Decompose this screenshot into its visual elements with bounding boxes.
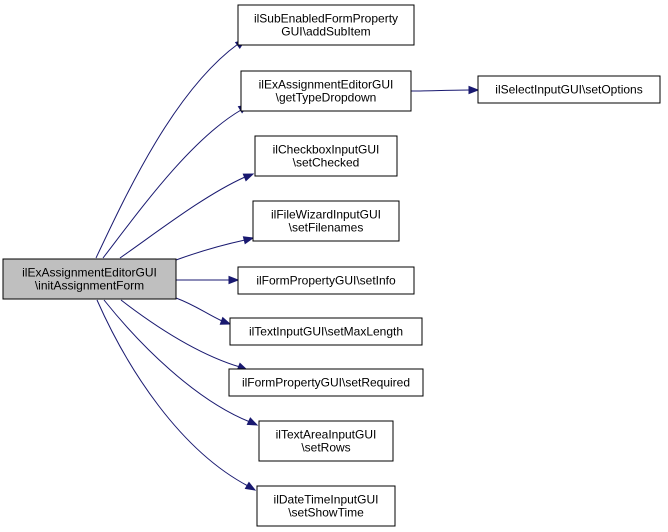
node-box [237, 266, 415, 295]
root-node[interactable]: ilExAssignmentEditorGUI\initAssignmentFo… [2, 258, 177, 300]
node-set-options[interactable]: ilSelectInputGUI\setOptions [477, 75, 661, 104]
node-label-line: \getTypeDropdown [276, 91, 377, 105]
edge-root-to-set-info [176, 275, 240, 285]
edge-line [102, 109, 242, 259]
edge-root-to-get-type-dropdown [102, 104, 250, 259]
node-label-line: ilFileWizardInputGUI [271, 208, 381, 222]
arrowhead [228, 275, 240, 285]
edge-line [120, 299, 241, 368]
node-label-line: ilDateTimeInputGUI [274, 493, 379, 507]
node-box [229, 317, 423, 346]
node-box [256, 485, 396, 527]
arrowhead [219, 316, 232, 325]
edge-line [119, 176, 246, 259]
node-label-line: ilExAssignmentEditorGUI [22, 266, 157, 280]
node-box [252, 200, 400, 242]
edge-get-type-dropdown-to-set-options [410, 85, 480, 95]
node-box [258, 420, 394, 462]
edge-root-to-set-show-time [96, 299, 257, 491]
arrowhead [246, 417, 259, 426]
node-label-line: \setFilenames [289, 221, 364, 235]
arrowhead [244, 481, 257, 491]
node-set-rows[interactable]: ilTextAreaInputGUI\setRows [258, 420, 394, 462]
node-label-line: ilSelectInputGUI\setOptions [495, 83, 642, 97]
edge-root-to-set-checked [119, 173, 255, 259]
arrowhead [242, 236, 255, 245]
arrowhead [242, 173, 255, 182]
node-box [228, 368, 424, 397]
edge-root-to-set-rows [103, 299, 259, 426]
node-box [477, 75, 661, 104]
edge-line [410, 89, 471, 92]
node-label-line: \initAssignmentForm [35, 279, 144, 293]
node-label-line: ilFormPropertyGUI\setInfo [256, 274, 396, 288]
node-box [254, 135, 398, 177]
arrowhead [468, 85, 480, 95]
edge-root-to-set-required [120, 299, 249, 371]
node-label-line: ilFormPropertyGUI\setRequired [242, 376, 410, 390]
node-label-line: \setChecked [293, 156, 360, 170]
node-label-line: ilSubEnabledFormProperty [254, 12, 398, 26]
edge-line [175, 239, 246, 261]
edge-line [96, 299, 249, 487]
node-set-show-time[interactable]: ilDateTimeInputGUI\setShowTime [256, 485, 396, 527]
edge-line [95, 43, 239, 259]
edge-root-to-set-max-length [175, 297, 232, 325]
node-label-line: ilExAssignmentEditorGUI [259, 78, 394, 92]
node-label-line: ilTextInputGUI\setMaxLength [249, 325, 403, 339]
node-box [2, 258, 177, 300]
node-label-line: ilTextAreaInputGUI [276, 428, 377, 442]
edge-line [103, 299, 251, 423]
node-label-line: \setShowTime [288, 506, 364, 520]
node-get-type-dropdown[interactable]: ilExAssignmentEditorGUI\getTypeDropdown [240, 70, 412, 112]
node-set-filenames[interactable]: ilFileWizardInputGUI\setFilenames [252, 200, 400, 242]
edge-line [175, 297, 223, 322]
nodes-layer: ilExAssignmentEditorGUI\initAssignmentFo… [2, 4, 661, 527]
node-label-line: ilCheckboxInputGUI [273, 143, 380, 157]
node-label-line: GUI\addSubItem [281, 25, 370, 39]
edge-root-to-set-filenames [175, 236, 255, 261]
node-set-info[interactable]: ilFormPropertyGUI\setInfo [237, 266, 415, 295]
node-set-required[interactable]: ilFormPropertyGUI\setRequired [228, 368, 424, 397]
node-set-max-length[interactable]: ilTextInputGUI\setMaxLength [229, 317, 423, 346]
node-set-checked[interactable]: ilCheckboxInputGUI\setChecked [254, 135, 398, 177]
node-box [237, 4, 415, 46]
edge-root-to-add-sub-item [95, 39, 247, 259]
node-box [240, 70, 412, 112]
node-label-line: \setRows [301, 441, 350, 455]
